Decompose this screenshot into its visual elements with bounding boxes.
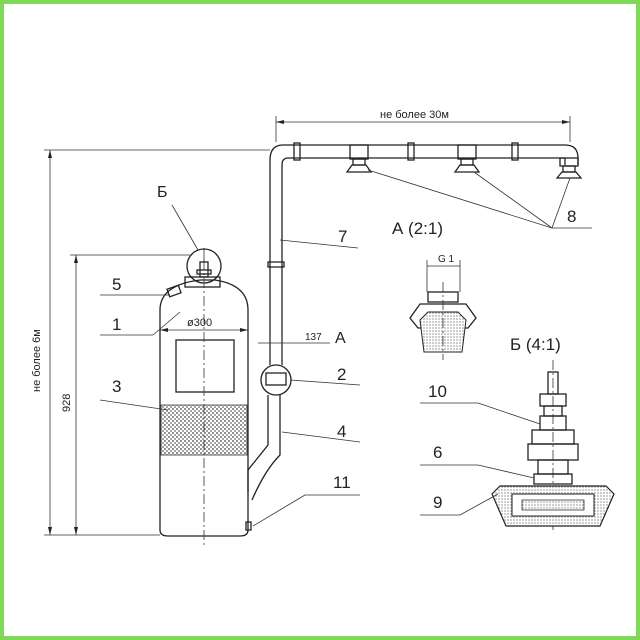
view-b-leader — [171, 204, 199, 251]
height-928-label: 928 — [61, 394, 73, 412]
nozzle-3 — [555, 157, 583, 179]
detail-b-circle — [186, 248, 222, 284]
sprinkler-nozzles — [345, 144, 583, 179]
height-dimension-928 — [70, 254, 190, 535]
callout-4: 4 — [337, 422, 346, 441]
callout-9: 9 — [433, 493, 442, 512]
pipe-system — [247, 142, 579, 501]
thread-label: G 1 — [438, 254, 455, 265]
view-a-marker: А — [335, 330, 346, 347]
height-limit-label: не более 6м — [31, 329, 43, 392]
callout-11: 11 — [333, 473, 351, 492]
dim-137 — [258, 336, 330, 360]
callout-7: 7 — [338, 227, 347, 246]
callout-2: 2 — [337, 365, 346, 384]
height-dimension-6m — [44, 149, 270, 536]
nozzle-2 — [453, 144, 481, 173]
callout-6: 6 — [433, 443, 442, 462]
view-b-marker: Б — [157, 184, 168, 201]
view-b-detail — [491, 360, 615, 530]
view-a-detail — [409, 260, 477, 360]
length-dimension-30m — [275, 116, 571, 142]
callout-8: 8 — [567, 207, 576, 226]
callout-10: 10 — [428, 382, 447, 401]
nozzle-1 — [345, 144, 373, 173]
callout-leaders — [99, 169, 592, 527]
callout-5: 5 — [112, 275, 121, 294]
callout-1: 1 — [112, 315, 121, 334]
callout-3: 3 — [112, 377, 121, 396]
view-a-title: А (2:1) — [392, 219, 443, 238]
gas-cylinder — [159, 248, 252, 545]
length-limit-label: не более 30м — [380, 109, 449, 121]
cylinder-label-plate — [175, 339, 235, 393]
diameter-label: ø300 — [187, 317, 212, 329]
dim-137-label: 137 — [305, 332, 322, 343]
view-b-title: Б (4:1) — [510, 335, 561, 354]
